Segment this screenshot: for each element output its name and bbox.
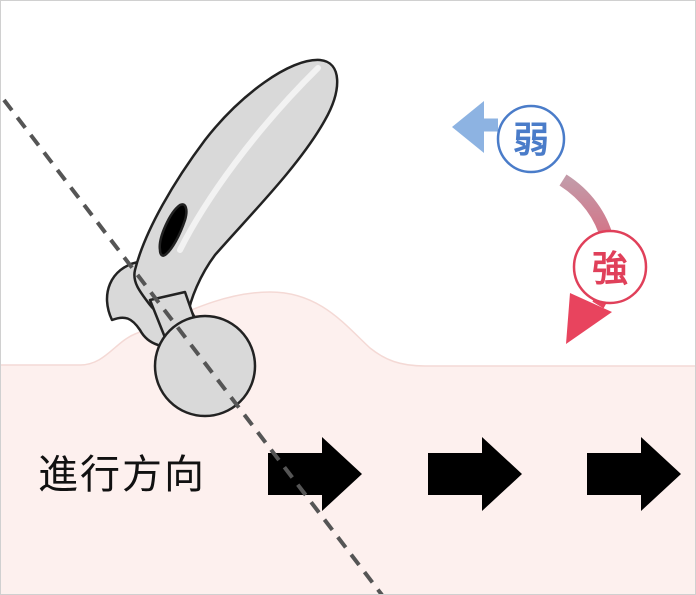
direction-label: 進行方向 [38,452,206,498]
strong-label: 強 [592,249,628,290]
skin-surface [0,291,696,595]
arrow-right-icon [428,437,522,511]
handle-slot [158,203,188,257]
roller-handle [133,58,339,319]
handle-highlight [177,65,321,253]
weak-label: 弱 [513,120,549,161]
strong-arrowhead [566,293,612,344]
strong-badge: 強 [572,229,648,305]
weak-badge: 弱 [496,104,566,174]
arrow-right-icon [268,437,362,511]
angle-guide-line [2,98,384,595]
weak-arrowhead [452,101,484,153]
arrow-right-icon [587,437,681,511]
